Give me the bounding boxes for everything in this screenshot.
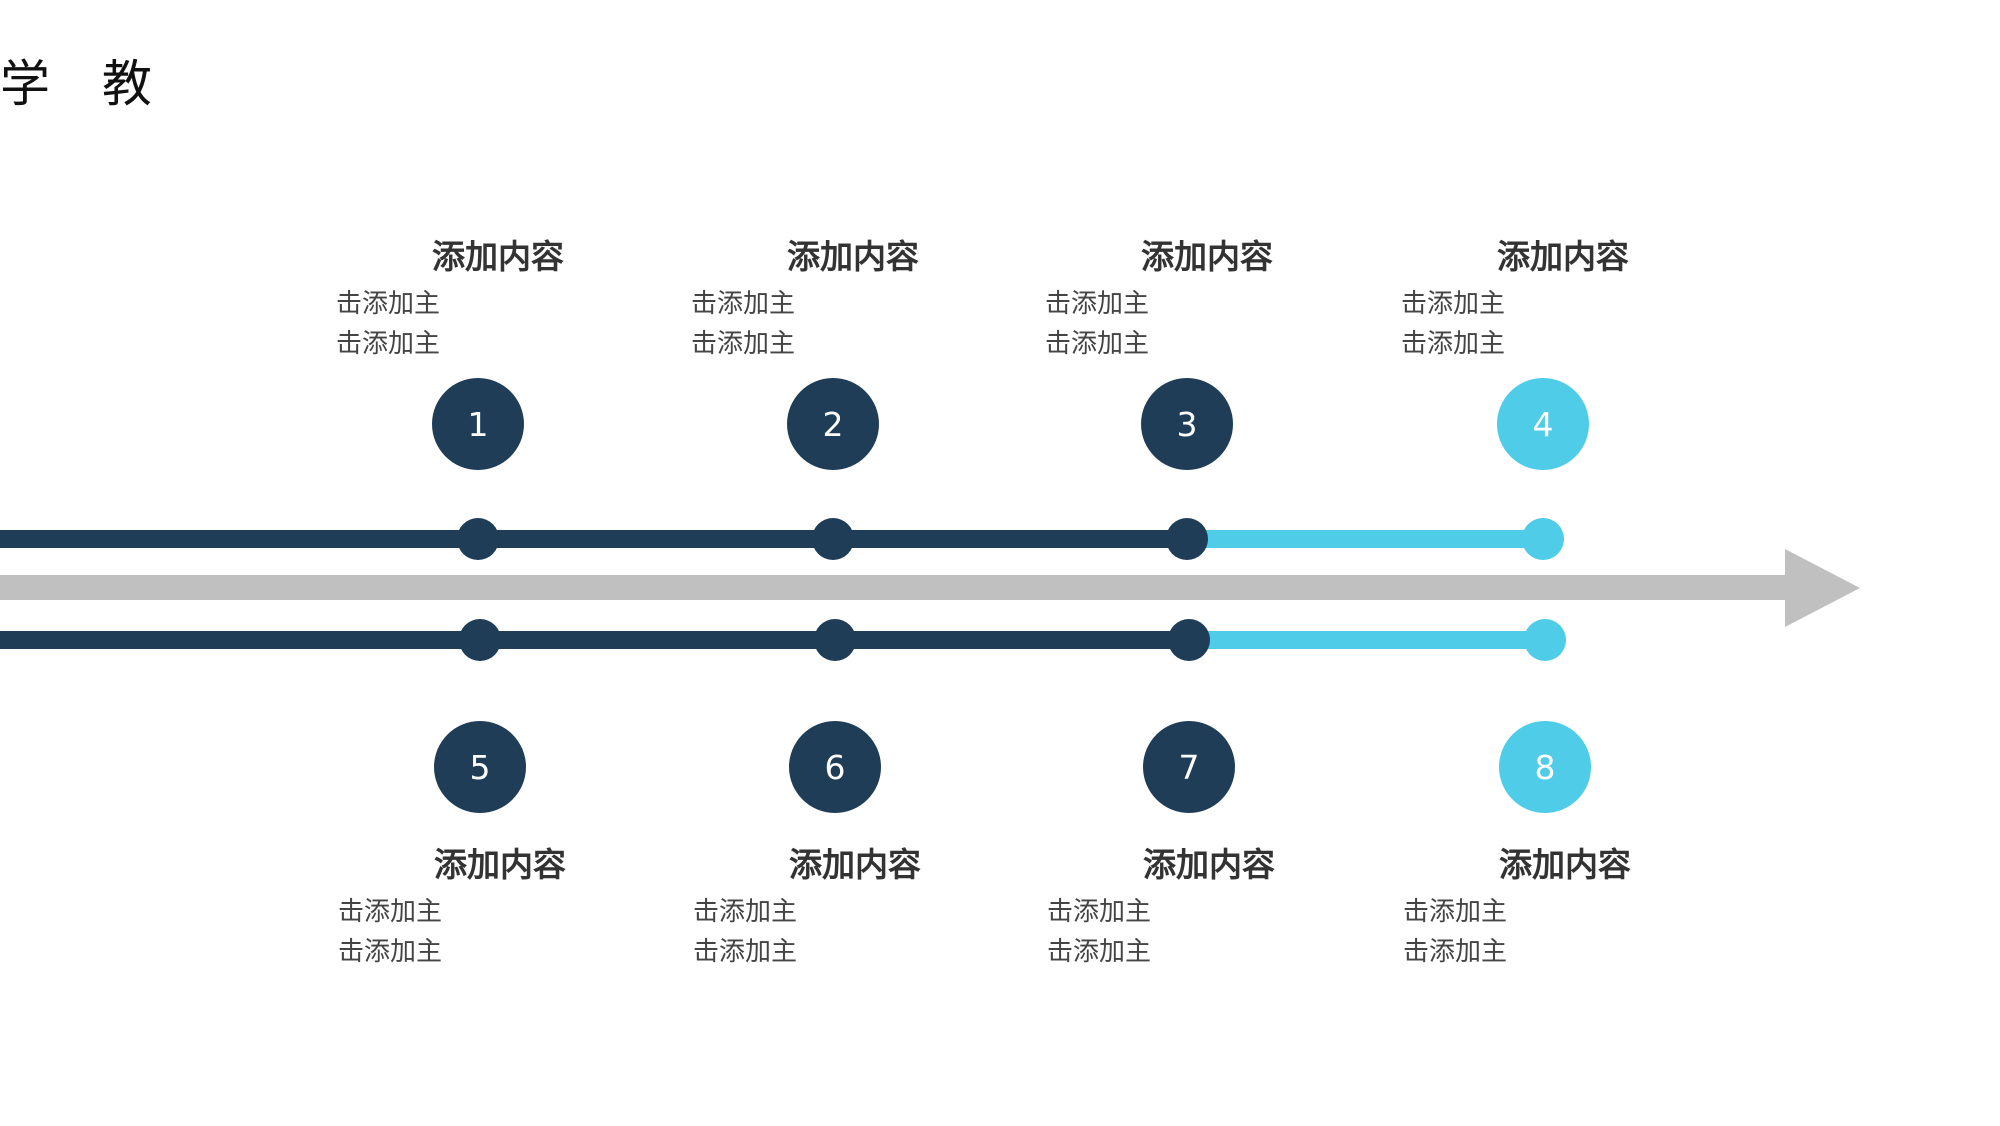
step-body-line[interactable]: 击添加主	[1401, 289, 1505, 319]
step-marker-5	[434, 721, 526, 813]
step-body-line[interactable]: 击添加主	[1047, 937, 1151, 967]
step-heading-8[interactable]: 添加内容	[1499, 845, 1631, 884]
step-body-line[interactable]: 击添加主	[691, 329, 795, 359]
bottom-track-dot-4	[1524, 619, 1566, 661]
step-body-line[interactable]: 击添加主	[1047, 897, 1151, 927]
arrow-shaft	[0, 575, 1788, 600]
step-number-1: 1	[468, 405, 489, 444]
step-body-line[interactable]: 击添加主	[1403, 897, 1507, 927]
step-heading-2[interactable]: 添加内容	[787, 237, 919, 276]
timeline-arrow	[0, 549, 1860, 627]
step-body-line[interactable]: 击添加主	[1045, 329, 1149, 359]
step-number-8: 8	[1535, 748, 1556, 787]
step-body-line[interactable]: 击添加主	[693, 897, 797, 927]
step-marker-3	[1141, 378, 1233, 470]
step-heading-4[interactable]: 添加内容	[1497, 237, 1629, 276]
step-heading-5[interactable]: 添加内容	[434, 845, 566, 884]
step-body-line[interactable]: 击添加主	[1401, 329, 1505, 359]
step-number-6: 6	[825, 748, 846, 787]
step-number-5: 5	[470, 748, 491, 787]
step-marker-2	[787, 378, 879, 470]
step-heading-3[interactable]: 添加内容	[1141, 237, 1273, 276]
slide-title: 学 教	[0, 55, 170, 113]
step-number-3: 3	[1177, 405, 1198, 444]
step-number-2: 2	[823, 405, 844, 444]
step-marker-4	[1497, 378, 1589, 470]
step-heading-6[interactable]: 添加内容	[789, 845, 921, 884]
top-track-dot-4	[1522, 518, 1564, 560]
step-body-line[interactable]: 击添加主	[338, 937, 442, 967]
step-marker-8	[1499, 721, 1591, 813]
step-number-4: 4	[1533, 405, 1554, 444]
top-track-dot-2	[812, 518, 854, 560]
step-body-line[interactable]: 击添加主	[338, 897, 442, 927]
top-track-dot-3	[1166, 518, 1208, 560]
step-number-7: 7	[1179, 748, 1200, 787]
step-heading-7[interactable]: 添加内容	[1143, 845, 1275, 884]
step-heading-1[interactable]: 添加内容	[432, 237, 564, 276]
arrow-head	[1785, 549, 1860, 627]
step-body-line[interactable]: 击添加主	[693, 937, 797, 967]
timeline-nodes: 1 2 3 4 5 6 7 8	[432, 378, 1591, 813]
step-marker-1	[432, 378, 524, 470]
step-body-line[interactable]: 击添加主	[336, 289, 440, 319]
step-marker-7	[1143, 721, 1235, 813]
bottom-track-dot-1	[459, 619, 501, 661]
bottom-track-dot-2	[814, 619, 856, 661]
bottom-track-dot-3	[1168, 619, 1210, 661]
timeline-tracks	[0, 518, 1566, 661]
top-track-dot-1	[457, 518, 499, 560]
step-body-line[interactable]: 击添加主	[1045, 289, 1149, 319]
step-marker-6	[789, 721, 881, 813]
step-body-line[interactable]: 击添加主	[336, 329, 440, 359]
timeline-texts: 添加内容击添加主击添加主添加内容击添加主击添加主添加内容击添加主击添加主添加内容…	[336, 237, 1631, 967]
step-body-line[interactable]: 击添加主	[1403, 937, 1507, 967]
step-body-line[interactable]: 击添加主	[691, 289, 795, 319]
